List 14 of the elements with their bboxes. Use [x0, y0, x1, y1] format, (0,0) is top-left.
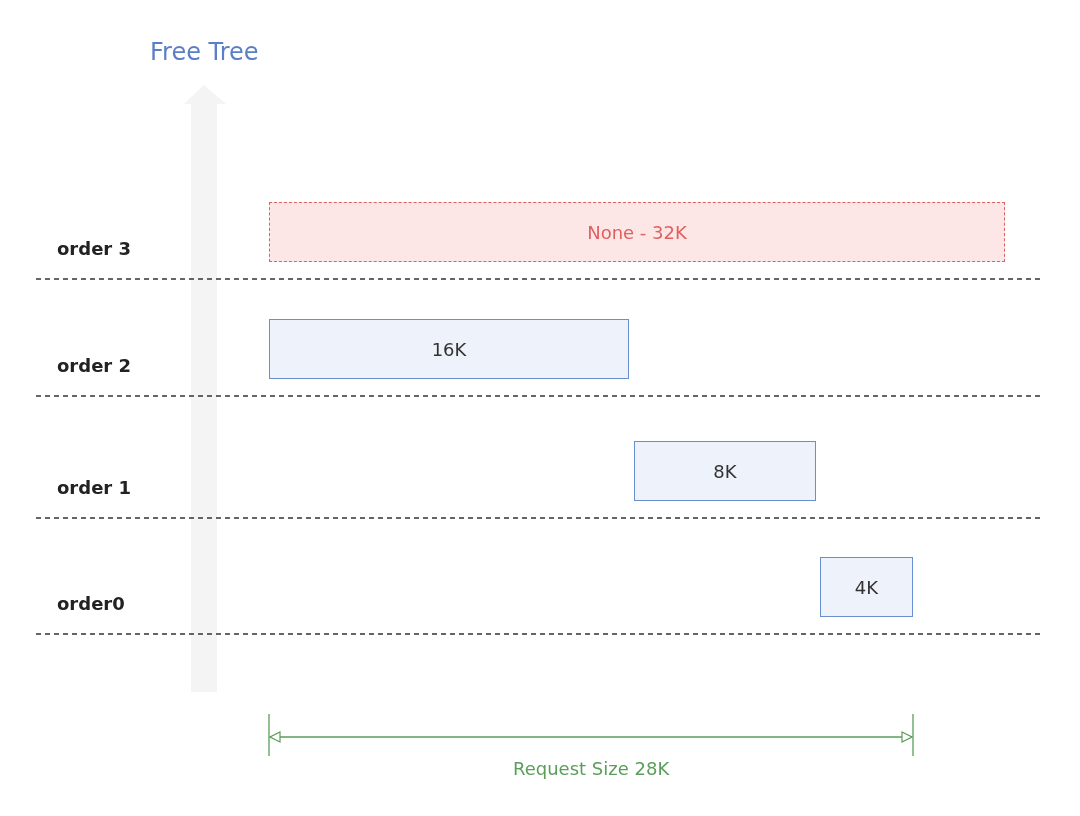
axis-label: Free Tree [150, 38, 259, 66]
memory-block [634, 441, 816, 501]
memory-block [269, 202, 1005, 262]
block-label: 8K [713, 460, 737, 482]
block-label: 16K [431, 338, 467, 360]
memory-block [820, 557, 913, 617]
order-label: order 2 [57, 355, 131, 376]
order-label: order0 [57, 593, 125, 614]
block-label: None - 32K [587, 221, 687, 243]
order-label: order 1 [57, 477, 131, 498]
dimension-label: Request Size 28K [513, 758, 670, 779]
order-label: order 3 [57, 238, 131, 259]
block-label: 4K [854, 576, 879, 598]
memory-block [269, 319, 629, 379]
